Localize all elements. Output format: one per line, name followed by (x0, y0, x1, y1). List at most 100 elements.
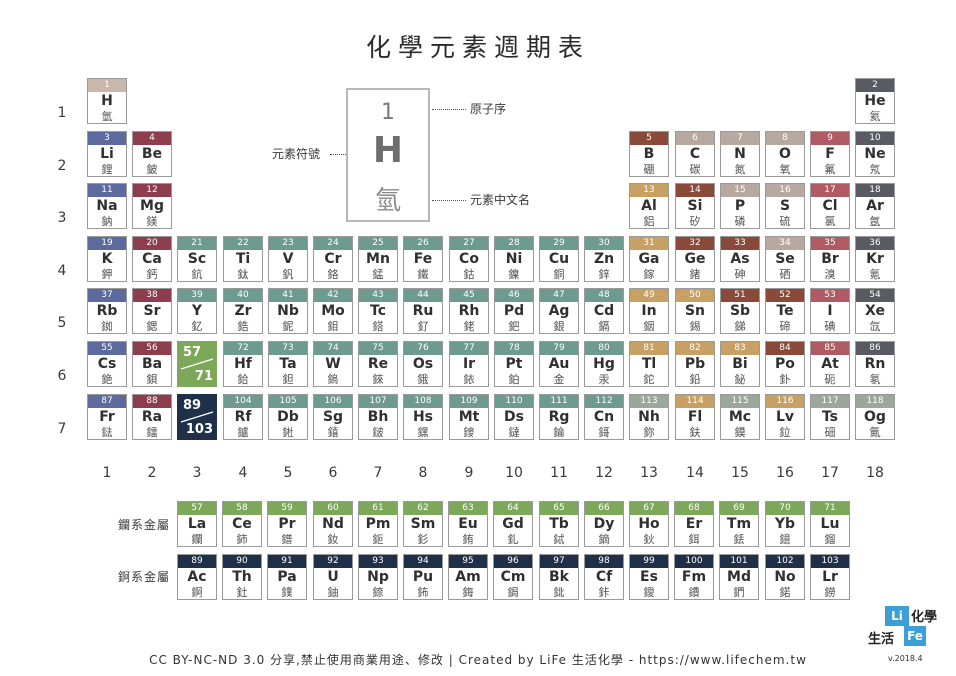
atomic-number: 89 (178, 555, 216, 568)
element-symbol: Bk (549, 569, 569, 585)
element-symbol: Be (141, 146, 163, 162)
element-chinese-name: 釕 (417, 320, 429, 333)
element-chinese-name: 氦 (869, 110, 881, 123)
element-chinese-name: 氯 (824, 215, 836, 228)
atomic-number: 5 (630, 132, 668, 145)
element-chinese-name: 鎢 (327, 373, 339, 386)
group-label: 3 (192, 465, 202, 481)
atomic-number: 78 (495, 342, 533, 355)
element-chinese-name: 銠 (463, 320, 475, 333)
element-symbol: Hf (234, 356, 252, 372)
atomic-number: 9 (811, 132, 849, 145)
element-symbol: Og (864, 409, 886, 425)
atomic-number: 13 (630, 184, 668, 197)
atomic-number: 42 (314, 289, 352, 302)
group-label: 2 (147, 465, 157, 481)
element-symbol: Pd (503, 303, 525, 319)
atomic-number: 67 (630, 502, 668, 515)
element-chinese-name: 鐳 (146, 426, 158, 439)
element-symbol: Lr (822, 569, 838, 585)
range-start: 57 (183, 345, 202, 360)
atomic-number: 97 (540, 555, 578, 568)
element-symbol: Ta (279, 356, 297, 372)
element-chinese-name: 銣 (101, 320, 113, 333)
element-symbol: Nd (322, 516, 344, 532)
atomic-number: 102 (766, 555, 804, 568)
element-chinese-name: 鉍 (734, 373, 746, 386)
atomic-number: 112 (585, 395, 623, 408)
atomic-number: 39 (178, 289, 216, 302)
element-symbol: Se (775, 251, 795, 267)
element-chinese-name: 鈇 (689, 426, 701, 439)
atomic-number: 113 (630, 395, 668, 408)
atomic-number: 16 (766, 184, 804, 197)
element-symbol: Np (367, 569, 389, 585)
atomic-number: 3 (88, 132, 126, 145)
group-label: 6 (328, 465, 338, 481)
group-label: 4 (238, 465, 248, 481)
element-chinese-name: 釩 (282, 268, 294, 281)
element-symbol: Re (367, 356, 389, 372)
legend-key: 1 H 氫 (346, 88, 430, 222)
element-symbol: No (774, 569, 796, 585)
element-symbol: Am (455, 569, 481, 585)
atomic-number: 72 (224, 342, 262, 355)
element-chinese-name: 氪 (869, 268, 881, 281)
element-chinese-name: 銀 (553, 320, 565, 333)
element-chinese-name: 碘 (824, 320, 836, 333)
element-symbol: Rf (234, 409, 252, 425)
element-chinese-name: 鈽 (417, 586, 429, 599)
element-chinese-name: 銪 (462, 533, 474, 546)
element-chinese-name: 鎝 (372, 320, 384, 333)
atomic-number: 103 (811, 555, 849, 568)
atomic-number: 114 (676, 395, 714, 408)
atomic-number: 116 (766, 395, 804, 408)
element-symbol: Rg (548, 409, 570, 425)
atomic-number: 11 (88, 184, 126, 197)
period-label: 2 (57, 158, 67, 174)
element-chinese-name: 釤 (417, 533, 429, 546)
atomic-number: 44 (404, 289, 442, 302)
element-chinese-name: 鑪 (237, 426, 249, 439)
atomic-number: 57 (178, 502, 216, 515)
element-chinese-name: 鉲 (598, 586, 610, 599)
element-chinese-name: 釹 (327, 533, 339, 546)
element-symbol: H (101, 93, 113, 109)
atomic-number: 115 (721, 395, 759, 408)
element-symbol: Br (821, 251, 839, 267)
element-symbol: Db (277, 409, 299, 425)
element-chinese-name: 鉝 (779, 426, 791, 439)
element-symbol: Na (96, 198, 118, 214)
element-chinese-name: 鎘 (598, 320, 610, 333)
